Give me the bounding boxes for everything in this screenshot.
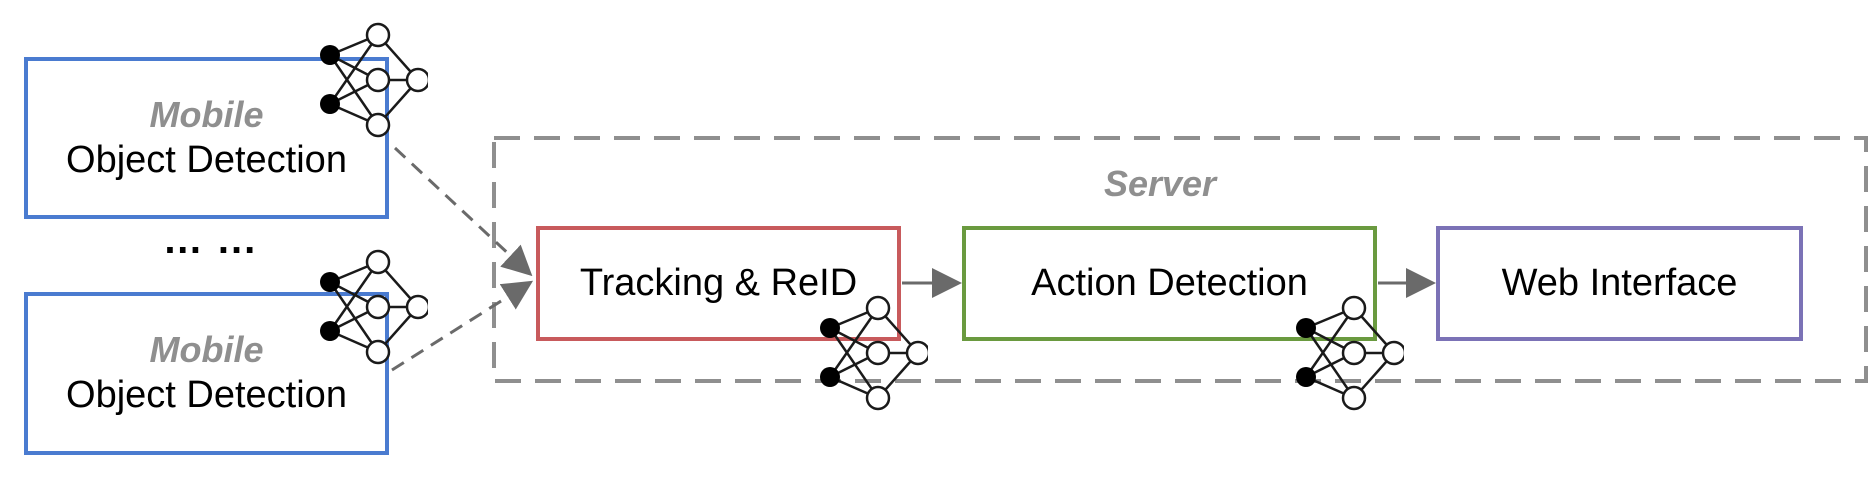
server-container [492,136,1868,383]
neural-network-icon [320,22,428,138]
arrow-mobile-2-to-tracking [391,280,534,372]
neural-network-icon [1296,295,1404,411]
server-label: Server [1103,163,1217,204]
neural-network-icon [820,295,928,411]
mobile-object-detection-node-1: Mobile Object Detection [24,57,389,219]
arrow-mobile-1-to-tracking [393,146,533,277]
tracking-reid-stage: Tracking & ReID [536,226,901,341]
mobile-tag: Mobile [149,93,264,135]
node-label: Object Detection [66,138,347,181]
stage-label: Action Detection [1031,261,1308,304]
action-detection-stage: Action Detection [962,226,1377,341]
mobile-tag: Mobile [149,329,264,371]
web-interface-stage: Web Interface [1436,226,1803,341]
stage-label: Tracking & ReID [579,261,858,304]
mobile-object-detection-node-2: Mobile Object Detection [24,292,389,455]
more-mobile-nodes-ellipsis: … ... [162,218,258,262]
neural-network-icon [320,249,428,365]
stage-label: Web Interface [1501,261,1738,304]
node-label: Object Detection [66,374,347,417]
